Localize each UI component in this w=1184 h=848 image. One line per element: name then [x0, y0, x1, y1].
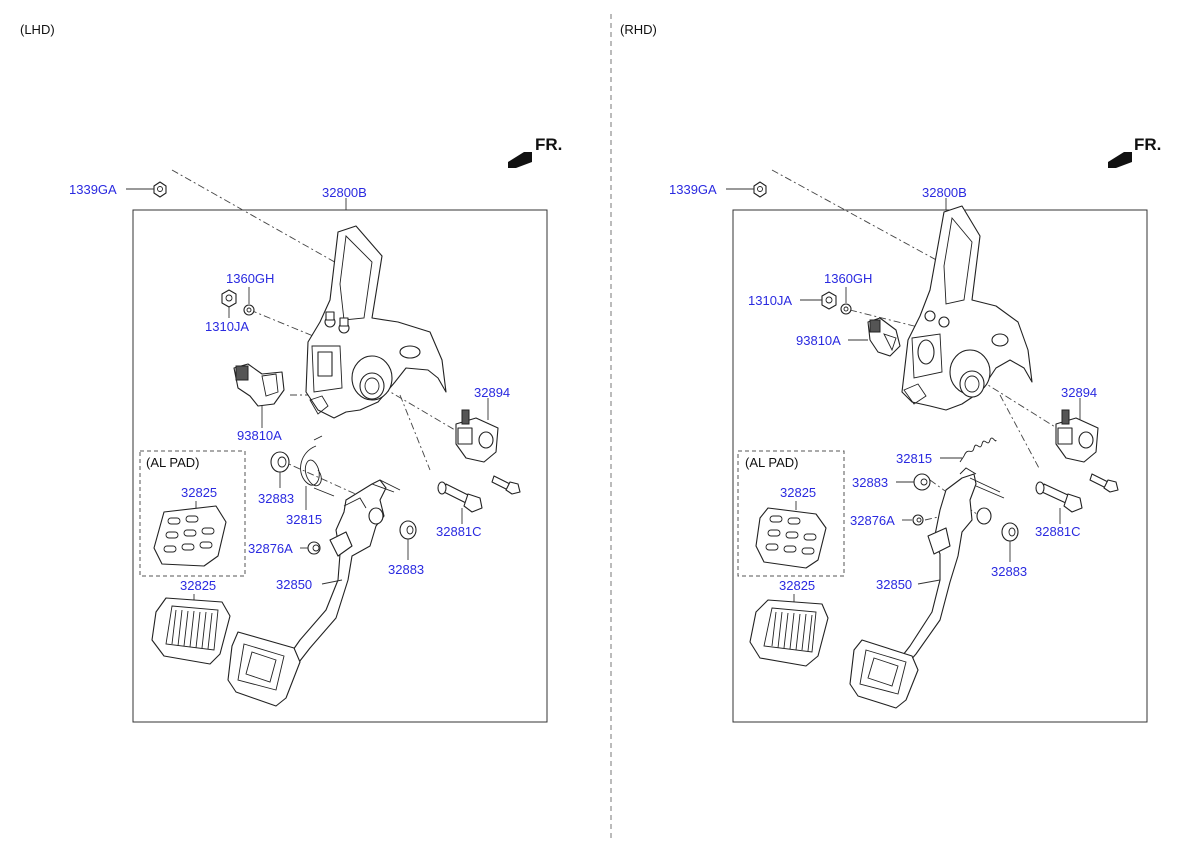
rhd-pedal-arm[interactable]	[895, 467, 1005, 671]
rhd-label-32883-b[interactable]: 32883	[991, 564, 1027, 579]
lhd-label-32800b[interactable]: 32800B	[322, 185, 367, 200]
rhd-al-pad-label: (AL PAD)	[745, 455, 798, 470]
lhd-label-32825[interactable]: 32825	[180, 578, 216, 593]
lhd-label-32876a[interactable]: 32876A	[248, 541, 293, 556]
lhd-al-pad-label: (AL PAD)	[146, 455, 199, 470]
lhd-label-32883-b[interactable]: 32883	[388, 562, 424, 577]
rhd-bush-a[interactable]	[913, 473, 931, 491]
rhd-front-label: FR.	[1134, 135, 1161, 154]
lhd-small-bolt[interactable]	[491, 475, 521, 495]
lhd-pivot-bolt[interactable]	[437, 481, 483, 513]
lhd-label-1339ga[interactable]: 1339GA	[69, 182, 117, 197]
rhd-washer-1360gh[interactable]	[840, 303, 852, 315]
rhd-label-1310ja[interactable]: 1310JA	[748, 293, 792, 308]
rhd-label-93810a[interactable]: 93810A	[796, 333, 841, 348]
lhd-front-label: FR.	[535, 135, 562, 154]
rhd-stopper[interactable]	[912, 514, 924, 526]
lhd-header: (LHD)	[20, 22, 55, 37]
lhd-label-1360gh[interactable]: 1360GH	[226, 271, 274, 286]
rhd-label-1339ga[interactable]: 1339GA	[669, 182, 717, 197]
lhd-al-pad-box	[139, 450, 246, 577]
lhd-label-93810a[interactable]: 93810A	[237, 428, 282, 443]
lhd-label-32894[interactable]: 32894	[474, 385, 510, 400]
lhd-label-32883-a[interactable]: 32883	[258, 491, 294, 506]
lhd-nut-1310ja[interactable]	[221, 289, 237, 308]
rhd-panel: (RHD) FR. 1339GA	[620, 22, 1161, 723]
rhd-al-pad[interactable]	[755, 507, 827, 569]
lhd-label-32815[interactable]: 32815	[286, 512, 322, 527]
rhd-assembly-box	[732, 209, 1148, 723]
rhd-pivot-bolt[interactable]	[1035, 481, 1083, 513]
rhd-label-32815[interactable]: 32815	[896, 451, 932, 466]
rhd-pedal-pad[interactable]	[849, 639, 919, 709]
rhd-bush-b[interactable]	[1001, 522, 1019, 542]
lhd-label-1310ja[interactable]: 1310JA	[205, 319, 249, 334]
rhd-label-32800b[interactable]: 32800B	[922, 185, 967, 200]
rhd-label-32894[interactable]: 32894	[1061, 385, 1097, 400]
rhd-small-bolt[interactable]	[1089, 473, 1119, 493]
rhd-label-32881c[interactable]: 32881C	[1035, 524, 1081, 539]
lhd-pedal-arm[interactable]	[285, 479, 401, 667]
rhd-label-32825[interactable]: 32825	[779, 578, 815, 593]
rhd-label-32825-al[interactable]: 32825	[780, 485, 816, 500]
lhd-label-32881c[interactable]: 32881C	[436, 524, 482, 539]
lhd-panel: (LHD) FR. 1339GA	[20, 22, 562, 723]
lhd-nut-1339ga[interactable]	[153, 181, 167, 198]
lhd-pedal-bracket[interactable]	[305, 225, 447, 419]
lhd-washer-1360gh[interactable]	[243, 304, 255, 316]
rhd-rubber-pad[interactable]	[749, 599, 829, 667]
rhd-front-arrow-icon: FR.	[1108, 135, 1161, 168]
lhd-label-32850[interactable]: 32850	[276, 577, 312, 592]
lhd-stopper[interactable]	[307, 541, 321, 555]
lhd-al-pad[interactable]	[153, 505, 227, 567]
rhd-stop-switch[interactable]	[867, 317, 901, 357]
lhd-return-spring[interactable]	[300, 435, 335, 497]
lhd-pedal-pad[interactable]	[227, 631, 301, 707]
rhd-label-32876a[interactable]: 32876A	[850, 513, 895, 528]
lhd-bush-a[interactable]	[270, 451, 290, 473]
lhd-stop-switch[interactable]	[233, 363, 285, 407]
rhd-header: (RHD)	[620, 22, 657, 37]
lhd-rubber-pad[interactable]	[151, 597, 231, 665]
rhd-pedal-sensor[interactable]	[1055, 409, 1099, 463]
rhd-label-32883-a[interactable]: 32883	[852, 475, 888, 490]
lhd-assembly-box	[132, 209, 548, 723]
rhd-label-32850[interactable]: 32850	[876, 577, 912, 592]
rhd-al-pad-box	[737, 450, 845, 577]
rhd-nut-1339ga[interactable]	[753, 181, 767, 198]
lhd-front-arrow-icon: FR.	[508, 135, 562, 168]
lhd-bush-b[interactable]	[399, 520, 417, 540]
rhd-label-1360gh[interactable]: 1360GH	[824, 271, 872, 286]
rhd-pedal-bracket[interactable]	[901, 205, 1033, 411]
rhd-return-spring[interactable]	[959, 437, 997, 463]
lhd-label-32825-al[interactable]: 32825	[181, 485, 217, 500]
rhd-nut-1310ja[interactable]	[821, 291, 837, 310]
lhd-pedal-sensor[interactable]	[455, 409, 499, 463]
